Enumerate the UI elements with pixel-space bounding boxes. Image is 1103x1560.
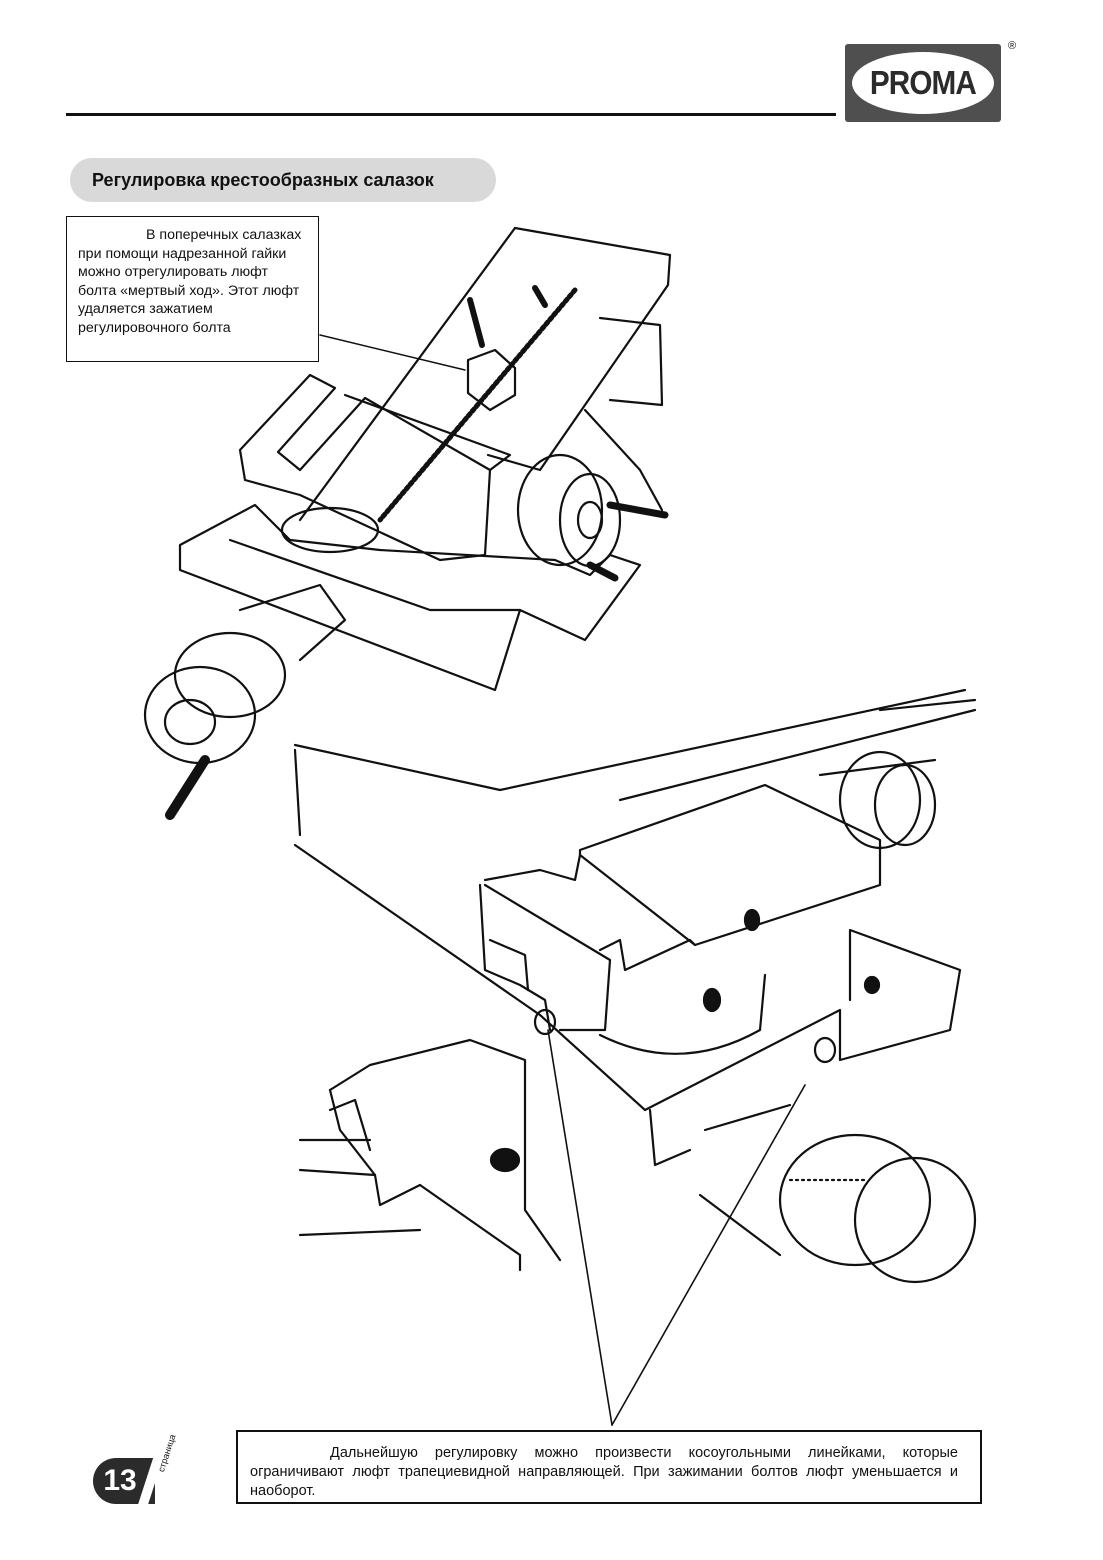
compound-slide-gib-drawing-icon — [293, 688, 977, 1426]
section-title: Регулировка крестообразных салазок — [70, 158, 496, 202]
section-title-text: Регулировка крестообразных салазок — [92, 169, 434, 190]
gib-adjustment-note: Дальнейшую регулировку можно произвести … — [236, 1430, 982, 1504]
logo-text: PROMA — [869, 64, 977, 101]
registered-mark: ® — [1008, 40, 1017, 52]
proma-logo: PROMA — [845, 44, 1001, 122]
cross-slide-note: В поперечных салазках при помощи надреза… — [66, 216, 319, 362]
gib-adjustment-note-text: Дальнейшую регулировку можно произвести … — [250, 1445, 958, 1499]
cross-slide-note-text: В поперечных салазках при помощи надреза… — [78, 227, 302, 336]
page-number: 13 — [103, 1464, 137, 1497]
header-rule — [66, 113, 836, 116]
cross-slide-assembly-drawing-icon — [143, 226, 672, 820]
